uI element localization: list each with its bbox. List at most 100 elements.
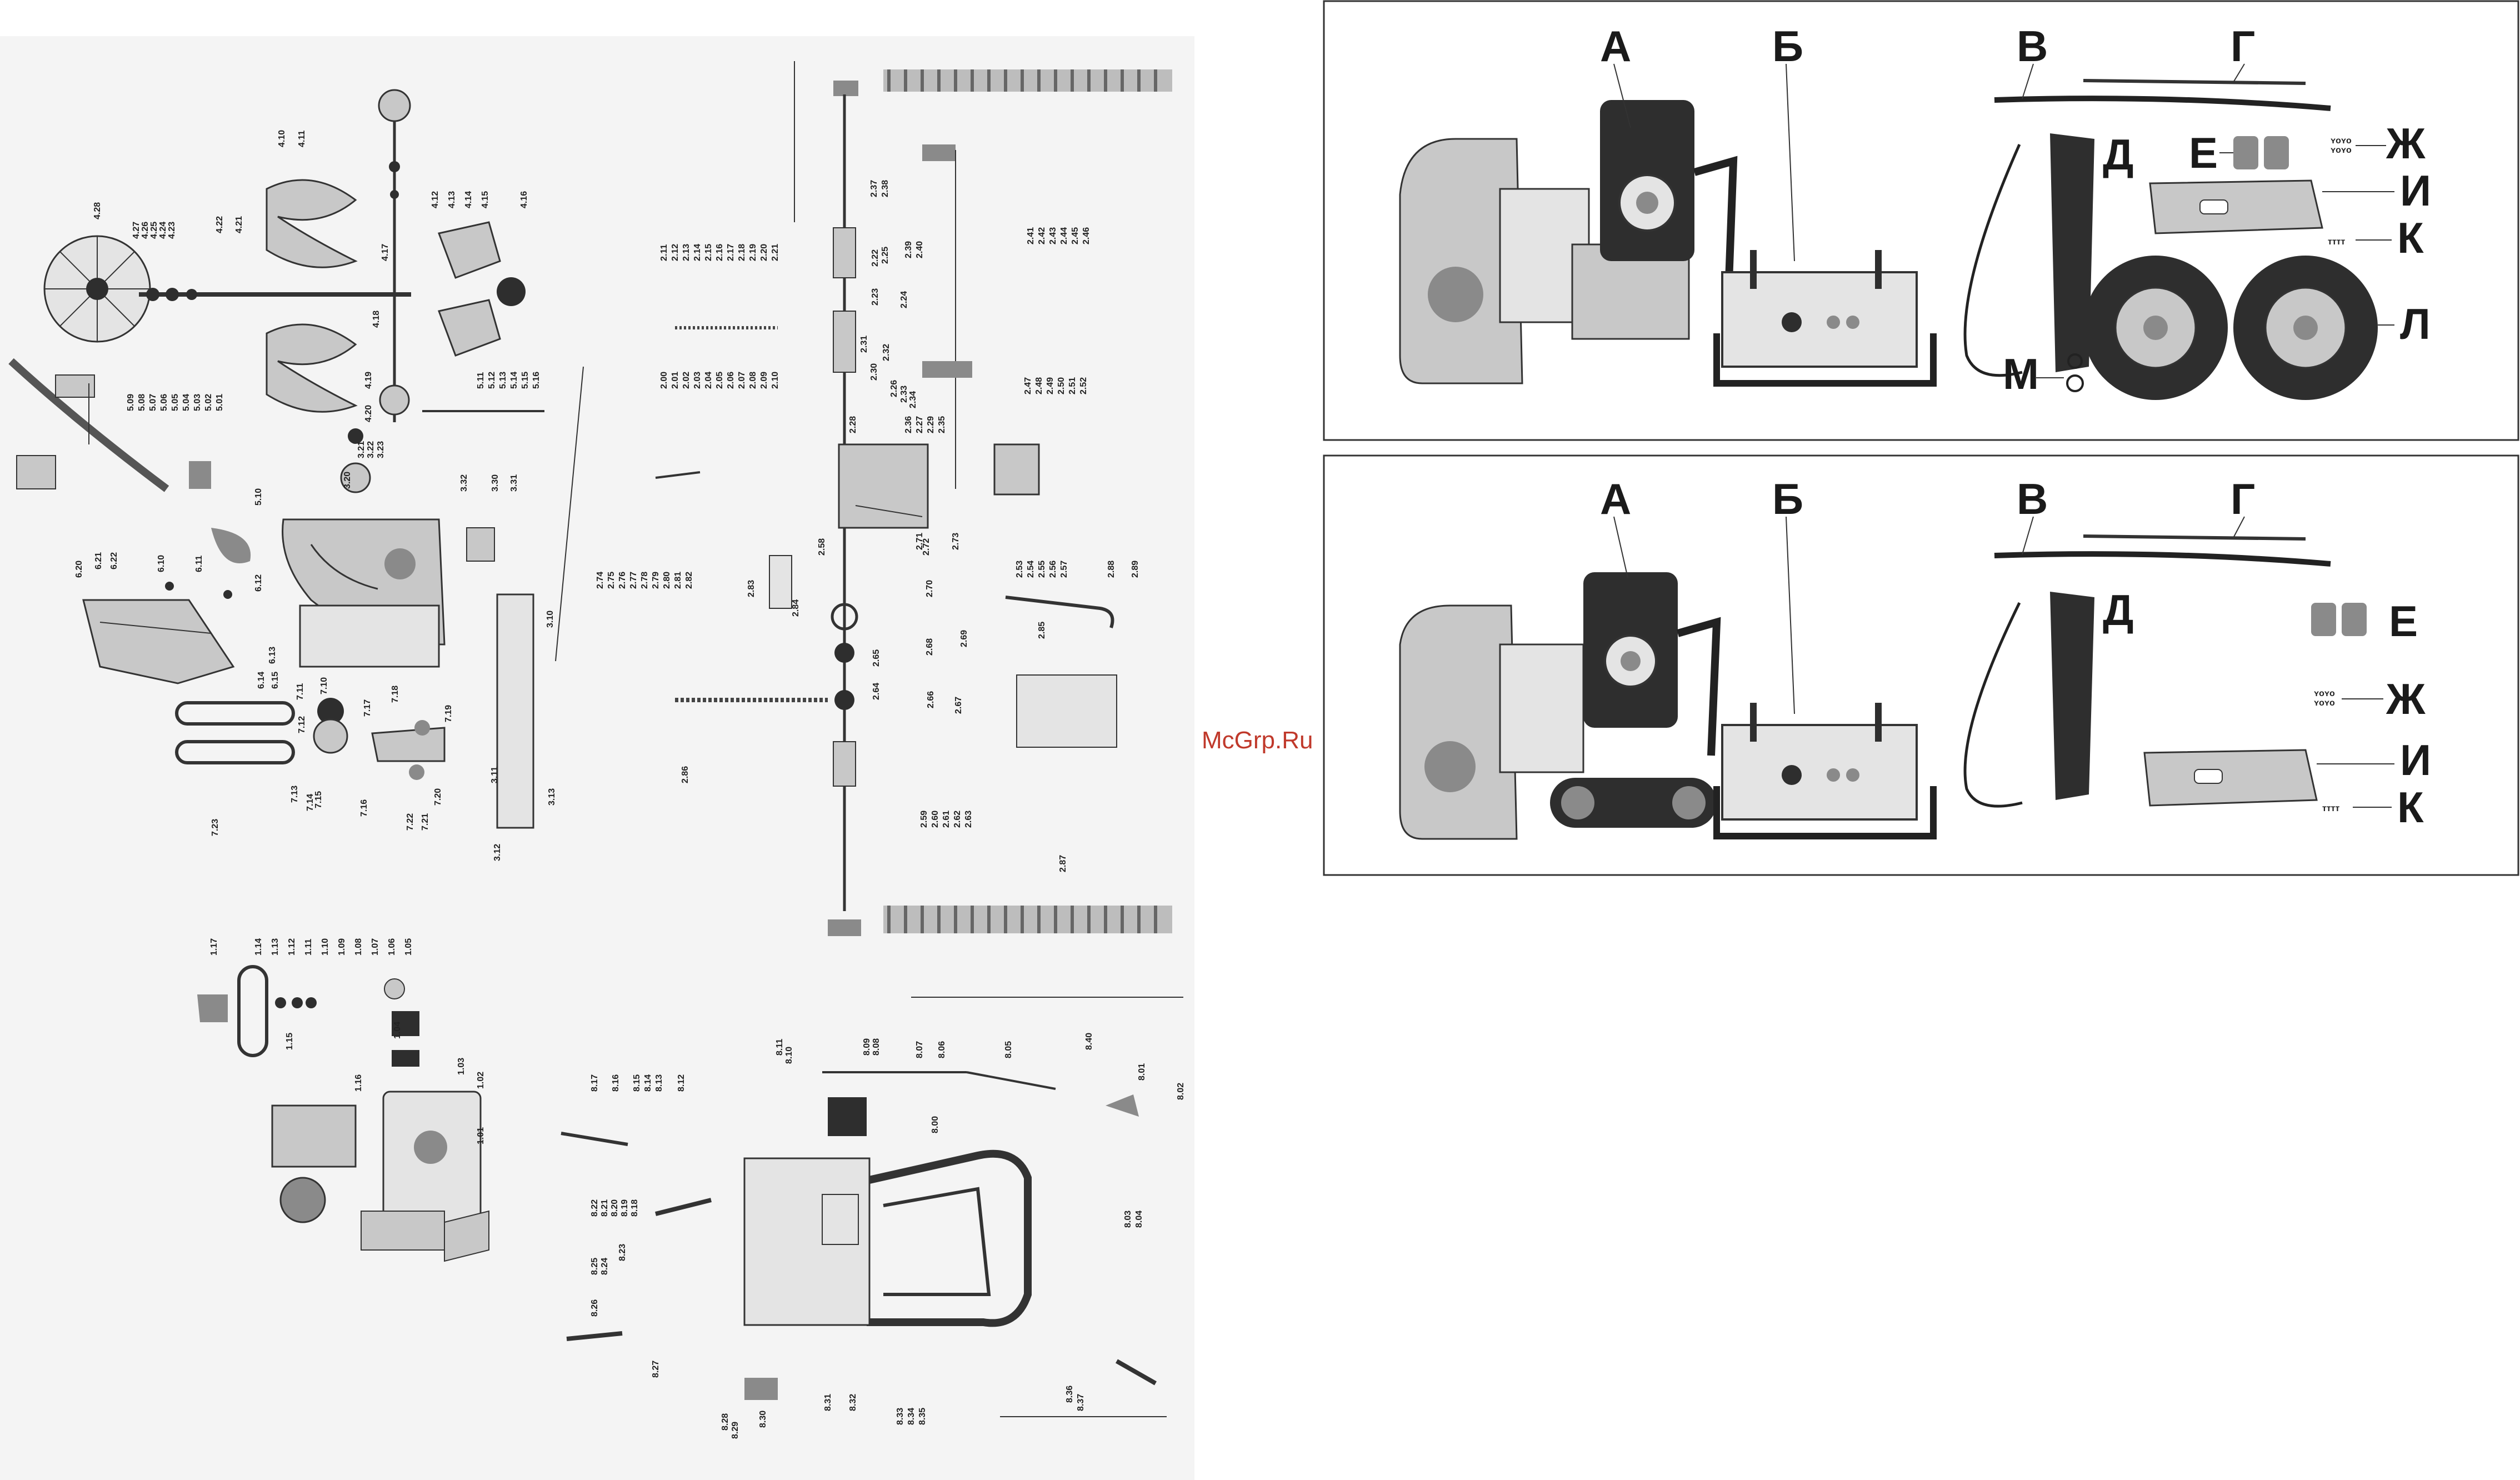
svg-text:2.62: 2.62	[953, 811, 962, 828]
svg-text:6.12: 6.12	[254, 574, 263, 592]
svg-text:2.50: 2.50	[1057, 377, 1066, 394]
svg-text:8.26: 8.26	[590, 1299, 599, 1317]
auger-spiral-lower-icon	[266, 323, 358, 413]
svg-text:4.10: 4.10	[277, 130, 287, 147]
svg-text:ʏoʏo: ʏoʏo	[2314, 689, 2335, 698]
svg-text:2.09: 2.09	[759, 372, 769, 389]
label-m: М	[2003, 349, 2039, 398]
svg-text:2.15: 2.15	[704, 244, 713, 261]
svg-text:1.05: 1.05	[404, 938, 413, 956]
svg-text:2.76: 2.76	[618, 572, 627, 589]
svg-text:7.20: 7.20	[433, 788, 443, 806]
svg-text:6.21: 6.21	[94, 552, 103, 569]
pulley-icon	[497, 277, 526, 306]
tensioner-bracket-icon	[371, 727, 446, 762]
snowblower-unit-a-tracks	[1399, 572, 1721, 840]
cover-plate-icon	[1016, 674, 1117, 748]
svg-text:8.14: 8.14	[643, 1074, 653, 1092]
label-v: В	[2017, 474, 2048, 523]
svg-text:8.13: 8.13	[654, 1074, 664, 1092]
svg-text:2.51: 2.51	[1068, 377, 1077, 394]
svg-text:8.28: 8.28	[721, 1413, 730, 1431]
svg-text:8.21: 8.21	[600, 1199, 609, 1217]
svg-text:2.21: 2.21	[771, 244, 780, 261]
blower-group: 4.28 4.27 4.26 4.25 4.24 4.23 4.22 4.21 …	[43, 89, 544, 422]
svg-text:1.16: 1.16	[354, 1074, 363, 1092]
svg-text:2.38: 2.38	[881, 180, 890, 197]
svg-text:8.11: 8.11	[775, 1039, 784, 1056]
svg-text:3.13: 3.13	[547, 788, 557, 806]
svg-text:2.12: 2.12	[671, 244, 680, 261]
svg-text:2.06: 2.06	[726, 372, 736, 389]
svg-text:7.13: 7.13	[290, 786, 299, 803]
svg-text:4.28: 4.28	[93, 202, 102, 219]
svg-text:8.19: 8.19	[620, 1199, 629, 1217]
svg-text:7.10: 7.10	[319, 677, 329, 694]
svg-text:ᴛᴛᴛᴛ: ᴛᴛᴛᴛ	[2328, 237, 2346, 247]
svg-text:6.10: 6.10	[157, 555, 166, 572]
svg-text:3.11: 3.11	[490, 767, 499, 783]
svg-text:2.36: 2.36	[904, 416, 913, 433]
svg-text:8.40: 8.40	[1084, 1033, 1094, 1050]
svg-text:2.08: 2.08	[748, 372, 758, 389]
svg-text:2.80: 2.80	[662, 572, 672, 589]
svg-text:6.20: 6.20	[74, 561, 84, 578]
svg-text:2.00: 2.00	[659, 372, 669, 389]
svg-text:8.34: 8.34	[907, 1408, 916, 1425]
svg-text:8.36: 8.36	[1065, 1386, 1074, 1403]
svg-text:7.12: 7.12	[297, 716, 307, 733]
svg-text:8.02: 8.02	[1176, 1083, 1186, 1100]
svg-text:2.05: 2.05	[715, 372, 724, 389]
svg-text:1.04: 1.04	[393, 1022, 402, 1039]
svg-text:2.68: 2.68	[925, 638, 934, 656]
svg-text:2.88: 2.88	[1107, 561, 1116, 578]
svg-text:1.12: 1.12	[287, 938, 297, 956]
label-b: Б	[1772, 474, 1803, 523]
svg-text:5.10: 5.10	[254, 488, 263, 506]
svg-text:3.30: 3.30	[491, 474, 500, 492]
label-e: Е	[2389, 597, 2418, 646]
svg-text:2.13: 2.13	[682, 244, 691, 261]
svg-text:1.14: 1.14	[254, 938, 263, 956]
svg-text:5.03: 5.03	[193, 394, 202, 411]
svg-text:8.09: 8.09	[862, 1038, 872, 1056]
svg-text:2.24: 2.24	[899, 291, 909, 308]
svg-text:8.15: 8.15	[632, 1074, 642, 1092]
svg-text:2.35: 2.35	[937, 416, 947, 433]
svg-text:2.26: 2.26	[889, 380, 899, 397]
svg-text:5.02: 5.02	[204, 394, 213, 411]
svg-text:2.44: 2.44	[1059, 227, 1069, 244]
svg-text:2.23: 2.23	[871, 288, 880, 306]
svg-text:5.04: 5.04	[182, 394, 191, 411]
engine-group: 1.17 1.14 1.13 1.12 1.11 1.10 1.09 1.08 …	[197, 938, 489, 1262]
svg-text:4.15: 4.15	[481, 191, 490, 208]
svg-text:4.11: 4.11	[297, 131, 307, 147]
svg-text:2.81: 2.81	[673, 572, 683, 589]
svg-text:8.33: 8.33	[896, 1408, 905, 1425]
svg-text:8.23: 8.23	[618, 1244, 627, 1261]
svg-text:5.13: 5.13	[498, 372, 508, 389]
svg-text:4.13: 4.13	[447, 191, 457, 208]
handle-bar-icon	[866, 1149, 1032, 1327]
svg-text:2.73: 2.73	[951, 533, 961, 550]
svg-text:4.21: 4.21	[234, 216, 244, 233]
svg-text:7.14: 7.14	[306, 794, 315, 811]
skid-e-right-icon	[2264, 136, 2289, 169]
control-panel-b-tracks	[1713, 703, 1937, 839]
svg-text:2.46: 2.46	[1082, 227, 1091, 244]
label-d: Д	[2103, 130, 2134, 179]
svg-text:8.20: 8.20	[610, 1199, 619, 1217]
svg-text:8.31: 8.31	[823, 1394, 833, 1411]
svg-text:2.20: 2.20	[759, 244, 769, 261]
svg-text:5.05: 5.05	[171, 394, 180, 411]
svg-text:4.26: 4.26	[141, 222, 150, 239]
svg-text:2.41: 2.41	[1026, 227, 1036, 244]
svg-text:8.06: 8.06	[937, 1041, 947, 1058]
svg-text:2.54: 2.54	[1026, 561, 1036, 578]
svg-text:2.27: 2.27	[915, 416, 924, 433]
svg-text:5.16: 5.16	[532, 372, 541, 389]
svg-text:2.71: 2.71	[915, 533, 924, 550]
svg-text:2.84: 2.84	[791, 599, 801, 617]
svg-text:2.07: 2.07	[737, 372, 747, 389]
label-b: Б	[1772, 22, 1803, 71]
